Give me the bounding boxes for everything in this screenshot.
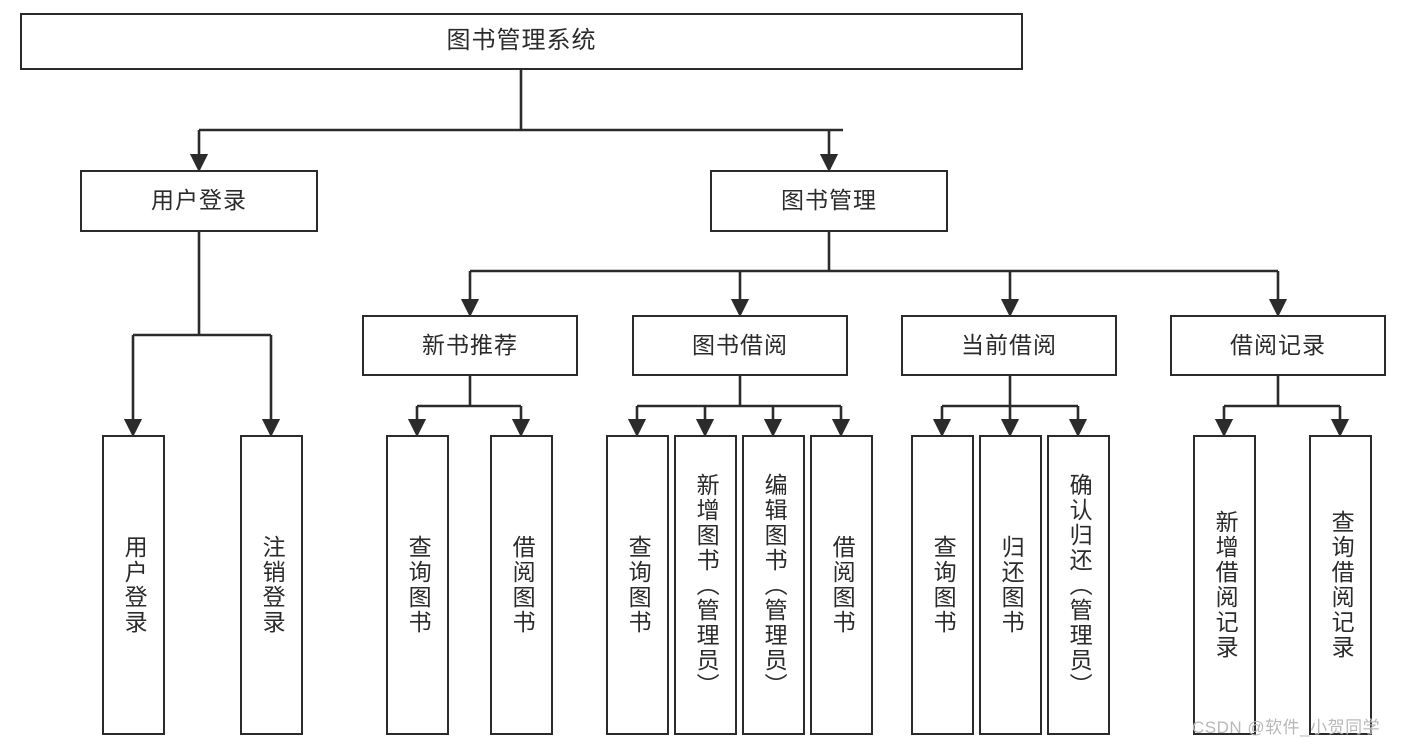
leaf-edit-book-admin[interactable]: 编辑图书（管理员） — [742, 435, 805, 735]
node-label: 新书推荐 — [422, 331, 518, 358]
leaf-logout[interactable]: 注销登录 — [240, 435, 303, 735]
node-label: 查询借阅记录 — [1328, 510, 1355, 660]
leaf-query-book-new[interactable]: 查询图书 — [386, 435, 449, 735]
node-label: 新增借阅记录 — [1212, 510, 1239, 660]
leaf-query-borrow-record[interactable]: 查询借阅记录 — [1309, 435, 1372, 735]
node-label: 注销登录 — [259, 535, 286, 635]
node-label: 用户登录 — [151, 187, 247, 214]
node-user-login[interactable]: 用户登录 — [80, 170, 318, 232]
node-label: 编辑图书（管理员） — [761, 472, 788, 698]
node-book-management[interactable]: 图书管理 — [710, 170, 948, 232]
leaf-add-borrow-record[interactable]: 新增借阅记录 — [1193, 435, 1256, 735]
node-label: 归还图书 — [998, 535, 1025, 635]
leaf-query-book-borrow[interactable]: 查询图书 — [606, 435, 669, 735]
node-new-book-recommend[interactable]: 新书推荐 — [362, 315, 578, 376]
node-current-borrow[interactable]: 当前借阅 — [901, 315, 1117, 376]
node-label: 查询图书 — [930, 535, 957, 635]
node-label: 新增图书（管理员） — [693, 472, 720, 698]
node-label: 用户登录 — [121, 535, 148, 635]
node-label: 借阅图书 — [509, 535, 536, 635]
leaf-borrow-book[interactable]: 借阅图书 — [810, 435, 873, 735]
leaf-return-book[interactable]: 归还图书 — [979, 435, 1042, 735]
leaf-user-login[interactable]: 用户登录 — [102, 435, 165, 735]
node-label: 借阅图书 — [829, 535, 856, 635]
leaf-confirm-return-admin[interactable]: 确认归还（管理员） — [1047, 435, 1110, 735]
node-book-borrow[interactable]: 图书借阅 — [632, 315, 848, 376]
leaf-add-book-admin[interactable]: 新增图书（管理员） — [674, 435, 737, 735]
node-label: 查询图书 — [625, 535, 652, 635]
leaf-borrow-book-new[interactable]: 借阅图书 — [490, 435, 553, 735]
node-label: 图书管理系统 — [446, 27, 597, 55]
node-label: 查询图书 — [405, 535, 432, 635]
node-root-system[interactable]: 图书管理系统 — [20, 13, 1023, 70]
node-label: 图书管理 — [781, 187, 877, 214]
node-label: 当前借阅 — [961, 331, 1057, 358]
leaf-query-book-current[interactable]: 查询图书 — [911, 435, 974, 735]
node-borrow-record[interactable]: 借阅记录 — [1170, 315, 1386, 376]
node-label: 确认归还（管理员） — [1066, 472, 1093, 698]
node-label: 借阅记录 — [1230, 331, 1326, 358]
node-label: 图书借阅 — [692, 331, 788, 358]
